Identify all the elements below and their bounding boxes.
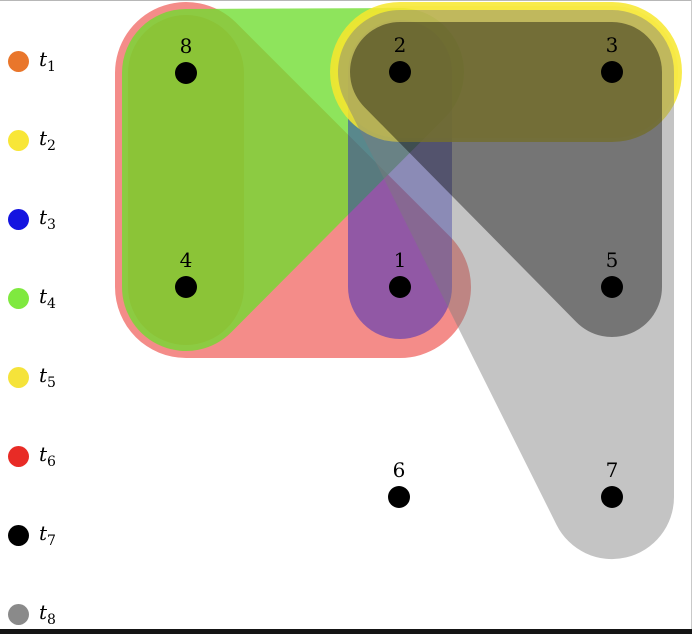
node-6 (388, 486, 410, 508)
hyperedge-t2 (330, 2, 682, 142)
hyperedge-t7 (350, 22, 662, 337)
node-label-7: 7 (606, 458, 619, 482)
legend-item-t8: t8 (8, 575, 56, 634)
legend-item-t4: t4 (8, 259, 56, 338)
legend-item-t3: t3 (8, 180, 56, 259)
node-1 (389, 276, 411, 298)
legend-item-t2: t2 (8, 101, 56, 180)
top-border (0, 0, 692, 1)
legend-swatch-t1 (8, 51, 29, 72)
legend-label-t7: t7 (39, 521, 56, 549)
legend-item-t7: t7 (8, 496, 56, 575)
bottom-bar (0, 629, 692, 634)
node-label-6: 6 (393, 458, 406, 482)
legend-swatch-t3 (8, 209, 29, 230)
legend-swatch-t5 (8, 367, 29, 388)
legend: t1 t2 t3 t4 t5 t6 t7 t8 (8, 22, 56, 634)
node-label-8: 8 (180, 34, 193, 58)
node-5 (601, 276, 623, 298)
legend-label-t5: t5 (39, 363, 56, 391)
node-label-5: 5 (606, 248, 619, 272)
legend-label-t4: t4 (39, 284, 56, 312)
node-label-4: 4 (180, 248, 193, 272)
legend-swatch-t4 (8, 288, 29, 309)
hyperedge-t5 (334, 6, 678, 138)
node-2 (389, 61, 411, 83)
legend-swatch-t7 (8, 525, 29, 546)
node-label-1: 1 (394, 248, 407, 272)
legend-swatch-t8 (8, 604, 29, 625)
node-8 (175, 62, 197, 84)
legend-label-t3: t3 (39, 205, 56, 233)
node-label-2: 2 (394, 33, 407, 57)
legend-item-t1: t1 (8, 22, 56, 101)
legend-label-t1: t1 (39, 47, 56, 75)
legend-item-t6: t6 (8, 417, 56, 496)
node-3 (601, 61, 623, 83)
legend-swatch-t2 (8, 130, 29, 151)
legend-swatch-t6 (8, 446, 29, 467)
legend-label-t2: t2 (39, 126, 56, 154)
legend-label-t6: t6 (39, 442, 56, 470)
node-label-3: 3 (606, 33, 619, 57)
node-7 (601, 486, 623, 508)
hyperedge-t8 (337, 9, 675, 560)
node-4 (175, 276, 197, 298)
legend-item-t5: t5 (8, 338, 56, 417)
legend-label-t8: t8 (39, 600, 56, 628)
